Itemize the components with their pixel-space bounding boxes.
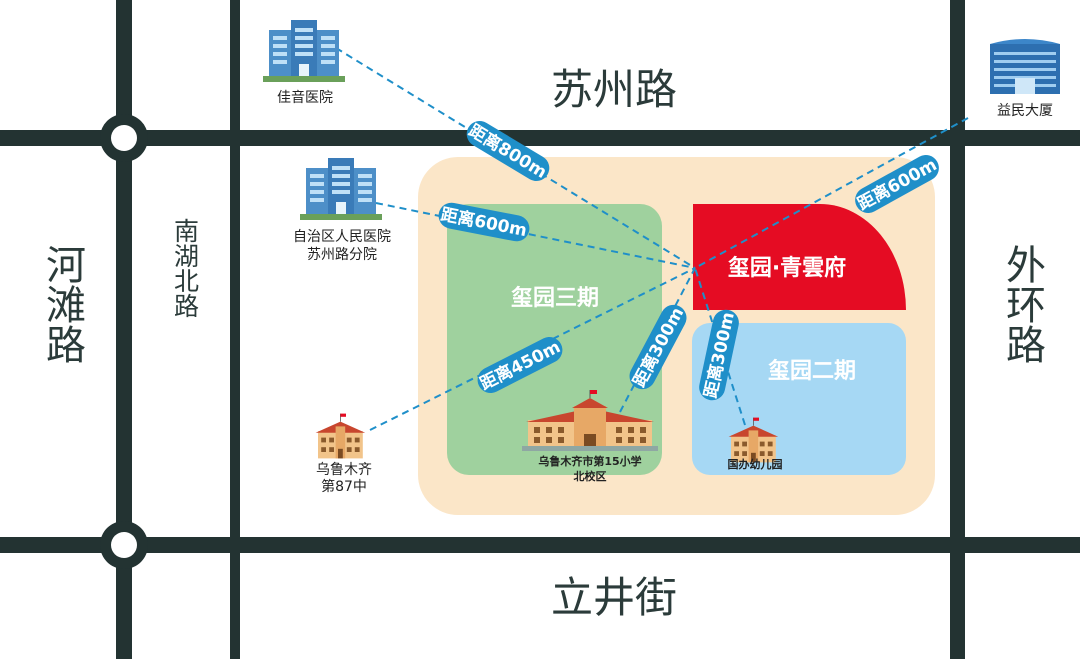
poi-primary-school-15-label-line1: 乌鲁木齐市第15小学 [538,454,641,468]
poi-yimin-building-label: 益民大厦 [997,103,1053,119]
distance-line-primary15 [619,267,696,413]
distance-line-kindergarten [694,267,746,426]
zone-qingyunfu-label: 玺园·青雲府 [728,255,846,281]
road-label-east: 外环路 [999,244,1045,364]
poi-yimin-building: 益民大厦 [990,39,1060,119]
poi-school-87: 乌鲁木齐 第87中 [315,413,372,495]
hospital-building-icon [300,158,382,220]
poi-autonomous-hospital: 自治区人民医院 苏州路分院 [293,158,391,263]
distance-line-yimin [694,117,969,269]
road-label-west-outer: 河滩路 [39,244,85,364]
poi-primary-school-15: 乌鲁木齐市第15小学 北校区 [522,390,658,483]
office-building-icon [990,39,1060,94]
poi-autonomous-hospital-label-line2: 苏州路分院 [307,247,377,263]
school-building-icon [522,390,658,451]
poi-kindergarten-label: 国办幼儿园 [728,457,783,471]
distance-line-hospital [375,202,696,269]
zone-phase3-label: 玺园三期 [511,285,599,311]
poi-primary-school-15-label-line2: 北校区 [574,469,607,483]
hospital-building-icon [263,20,345,82]
road-west-inner [230,0,240,659]
poi-kindergarten: 国办幼儿园 [728,417,783,471]
poi-school-87-label-line2: 第87中 [321,478,367,495]
road-west-outer [116,0,132,659]
road-label-north: 苏州路 [551,65,677,114]
poi-jiayin-hospital: 佳音医院 [263,20,345,106]
school-building-icon [315,413,366,459]
poi-jiayin-hospital-label: 佳音医院 [277,89,333,106]
poi-autonomous-hospital-label-line1: 自治区人民医院 [293,229,391,245]
road-label-south: 立井街 [551,573,677,622]
road-label-west-inner: 南湖北路 [171,218,200,318]
road-north [0,130,1080,146]
poi-school-87-label-line1: 乌鲁木齐 [316,462,372,478]
zone-qingyunfu [693,204,906,310]
road-south [0,537,1080,553]
road-east [950,0,965,659]
zone-phase2-label: 玺园二期 [768,358,856,384]
